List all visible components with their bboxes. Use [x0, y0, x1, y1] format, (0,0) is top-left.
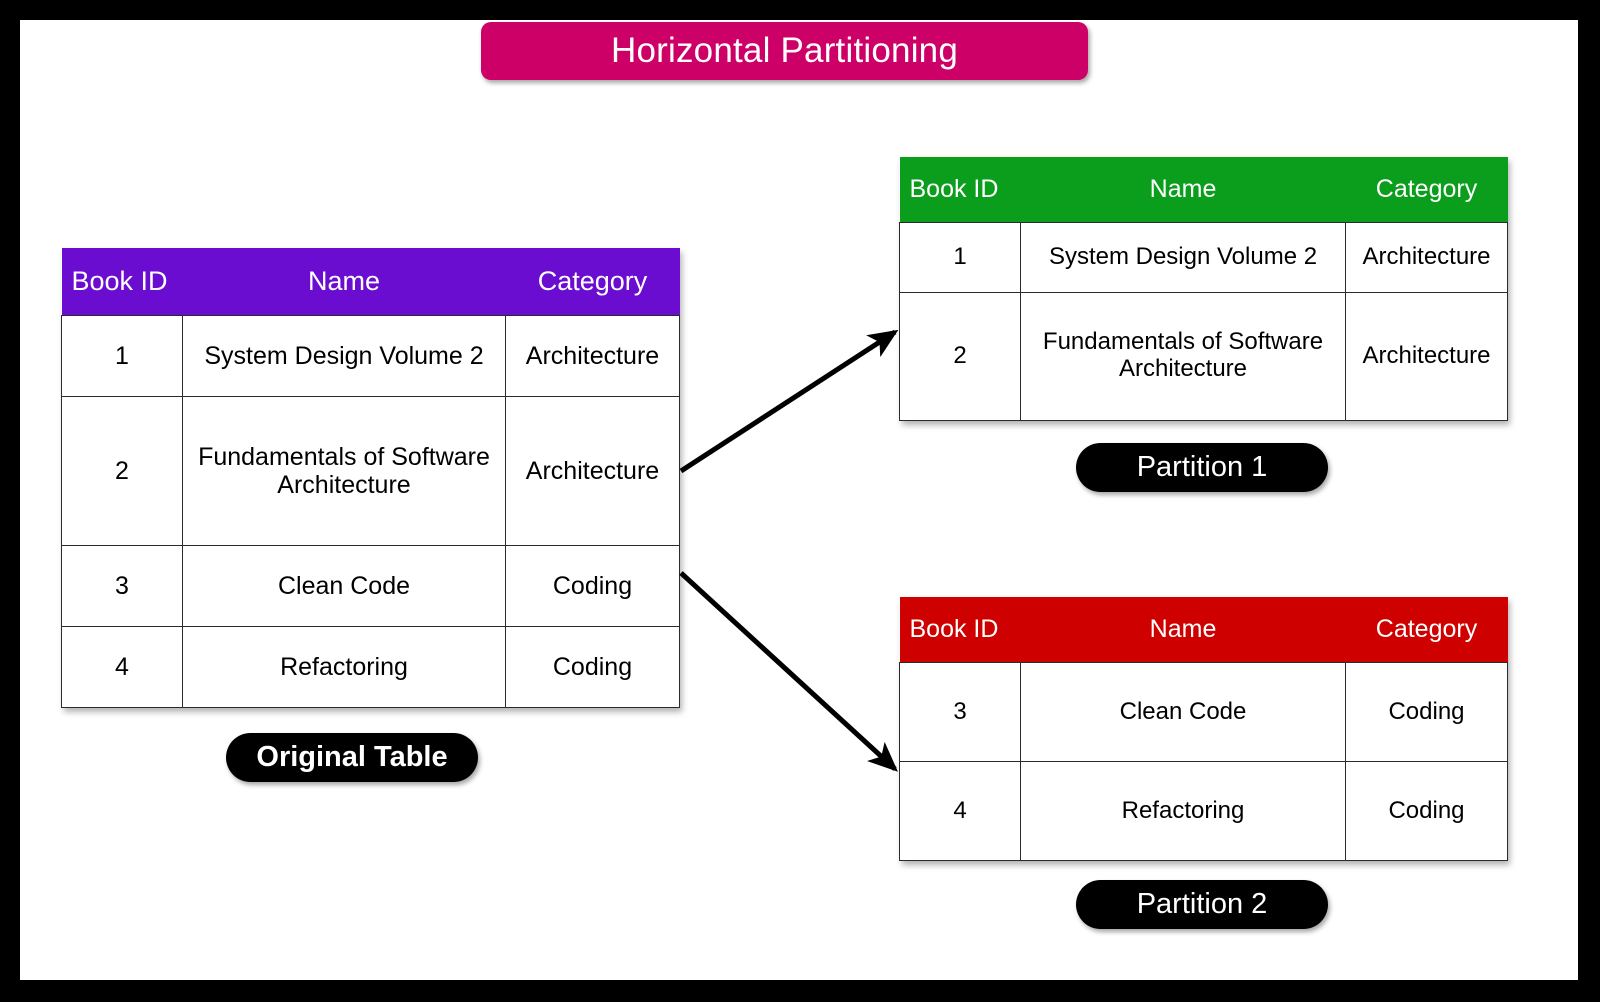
partition-1-header-name: Name: [1020, 157, 1346, 223]
cell-category: Architecture: [1345, 222, 1508, 293]
original-header-book-id: Book ID: [61, 248, 183, 316]
cell-book-id: 3: [61, 545, 183, 628]
partition-1-header-row: Book ID Name Category: [899, 157, 1508, 223]
cell-name: Refactoring: [182, 626, 506, 708]
cell-name: System Design Volume 2: [182, 315, 506, 397]
cell-book-id: 2: [899, 291, 1021, 422]
partition-1-table: Book ID Name Category 1 System Design Vo…: [899, 157, 1508, 422]
partition-2-table: Book ID Name Category 3 Clean Code Codin…: [899, 597, 1508, 861]
original-header-category: Category: [505, 248, 680, 316]
table-row: 1 System Design Volume 2 Architecture: [61, 315, 680, 397]
diagram-canvas: Horizontal Partitioning Book ID Name Cat…: [20, 20, 1578, 980]
table-row: 4 Refactoring Coding: [899, 761, 1508, 861]
partition-1-header-book-id: Book ID: [899, 157, 1021, 223]
cell-category: Coding: [1345, 662, 1508, 762]
cell-category: Coding: [1345, 761, 1508, 861]
partition-2-header-name: Name: [1020, 597, 1346, 663]
cell-category: Architecture: [505, 395, 680, 547]
partition-2-header-row: Book ID Name Category: [899, 597, 1508, 663]
original-table-label: Original Table: [226, 733, 478, 782]
cell-book-id: 1: [61, 315, 183, 397]
cell-book-id: 4: [61, 626, 183, 708]
original-header-name: Name: [182, 248, 506, 316]
cell-category: Coding: [505, 626, 680, 708]
arrow-to-partition-2: [679, 571, 898, 772]
cell-name: System Design Volume 2: [1020, 222, 1346, 293]
cell-book-id: 2: [61, 395, 183, 547]
partition-1-header-category: Category: [1345, 157, 1508, 223]
cell-name: Fundamentals of Software Architecture: [1020, 291, 1346, 422]
cell-book-id: 1: [899, 222, 1021, 293]
cell-name: Fundamentals of Software Architecture: [182, 395, 506, 547]
cell-name: Clean Code: [1020, 662, 1346, 762]
original-table-header-row: Book ID Name Category: [61, 248, 680, 316]
partition-2-label: Partition 2: [1076, 880, 1328, 929]
partition-2-header-category: Category: [1345, 597, 1508, 663]
cell-name: Clean Code: [182, 545, 506, 628]
cell-book-id: 3: [899, 662, 1021, 762]
arrow-to-partition-1: [679, 329, 899, 474]
table-row: 4 Refactoring Coding: [61, 626, 680, 708]
cell-book-id: 4: [899, 761, 1021, 861]
cell-category: Architecture: [1345, 291, 1508, 422]
table-row: 2 Fundamentals of Software Architecture …: [61, 395, 680, 547]
table-row: 2 Fundamentals of Software Architecture …: [899, 291, 1508, 422]
cell-category: Architecture: [505, 315, 680, 397]
table-row: 3 Clean Code Coding: [61, 545, 680, 628]
cell-category: Coding: [505, 545, 680, 628]
page-title: Horizontal Partitioning: [481, 22, 1088, 80]
table-row: 1 System Design Volume 2 Architecture: [899, 222, 1508, 293]
cell-name: Refactoring: [1020, 761, 1346, 861]
partition-2-header-book-id: Book ID: [899, 597, 1021, 663]
partition-1-label: Partition 1: [1076, 443, 1328, 492]
original-table: Book ID Name Category 1 System Design Vo…: [61, 248, 680, 708]
table-row: 3 Clean Code Coding: [899, 662, 1508, 762]
